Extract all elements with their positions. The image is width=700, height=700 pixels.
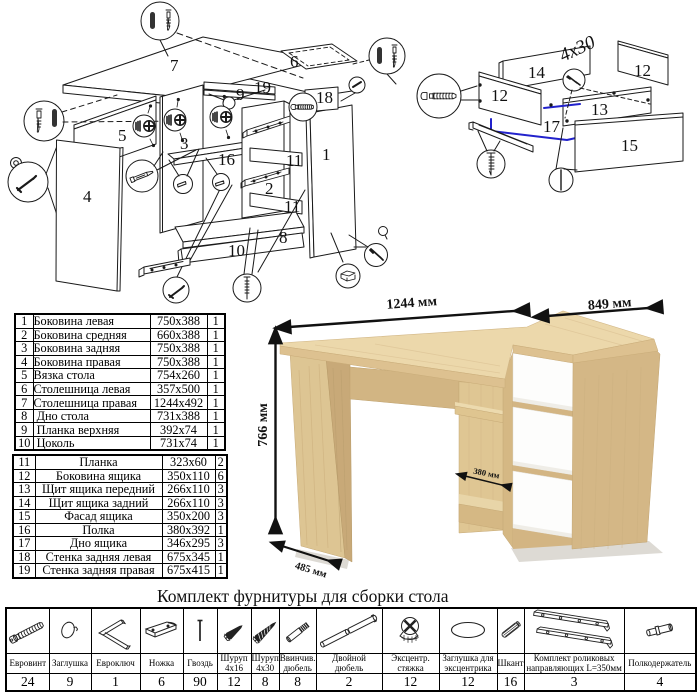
svg-text:15: 15 — [621, 136, 638, 155]
svg-text:11: 11 — [286, 151, 302, 170]
svg-text:5: 5 — [118, 126, 127, 145]
svg-text:17: 17 — [543, 117, 561, 136]
svg-text:19: 19 — [254, 78, 271, 97]
svg-text:4: 4 — [83, 187, 92, 206]
svg-text:18: 18 — [316, 88, 333, 107]
svg-text:485 мм: 485 мм — [293, 561, 327, 581]
svg-text:380 мм: 380 мм — [473, 466, 501, 481]
svg-text:11: 11 — [284, 197, 300, 216]
svg-text:3: 3 — [180, 134, 189, 153]
svg-text:7: 7 — [170, 56, 179, 75]
svg-text:12: 12 — [634, 61, 651, 80]
svg-text:849 мм: 849 мм — [587, 295, 632, 313]
svg-text:16: 16 — [218, 150, 235, 169]
svg-text:8: 8 — [279, 228, 288, 247]
svg-text:766 мм: 766 мм — [256, 403, 271, 447]
svg-text:2: 2 — [265, 179, 274, 198]
svg-text:13: 13 — [591, 100, 608, 119]
svg-text:1: 1 — [322, 145, 331, 164]
svg-text:6: 6 — [290, 52, 299, 71]
svg-text:9: 9 — [236, 85, 245, 104]
svg-text:1244 мм: 1244 мм — [386, 294, 438, 313]
svg-text:14: 14 — [528, 63, 546, 82]
svg-text:10: 10 — [228, 241, 245, 260]
svg-text:12: 12 — [491, 86, 508, 105]
